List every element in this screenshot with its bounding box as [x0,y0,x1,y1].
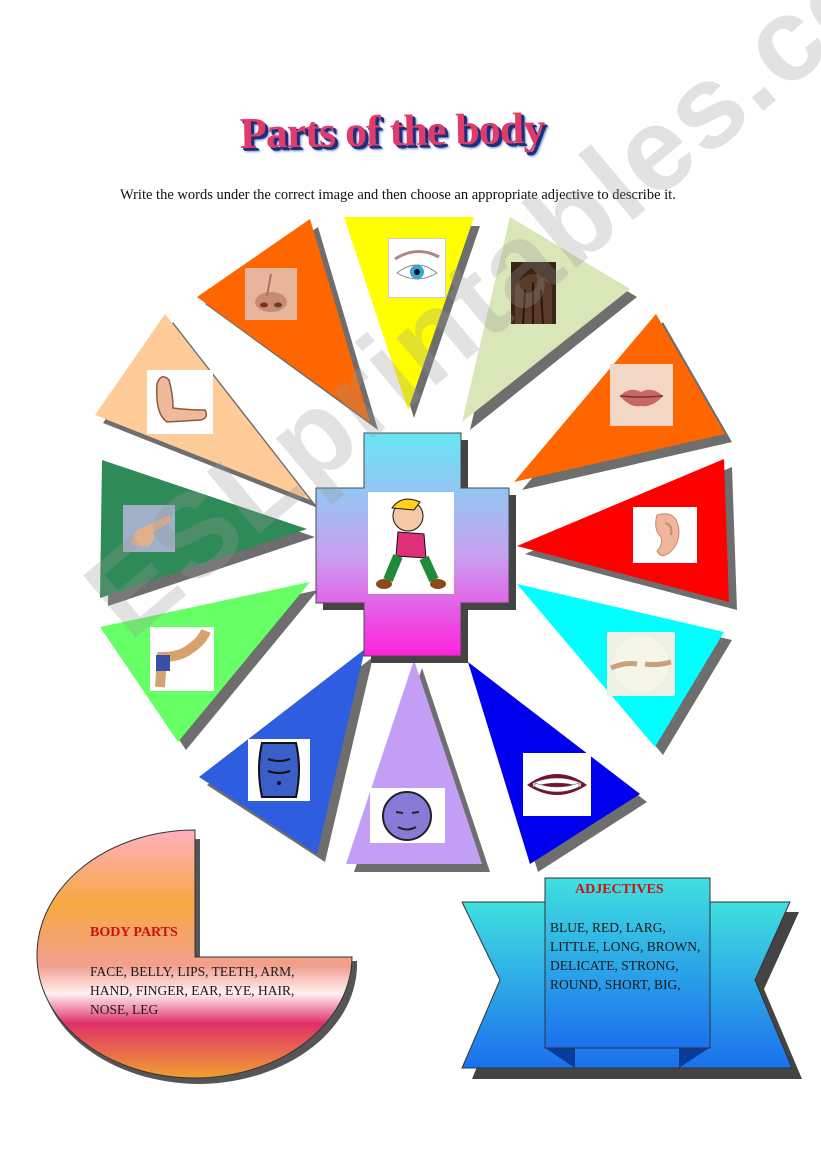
body-parts-heading: BODY PARTS [90,925,178,940]
teeth-icon [523,753,591,816]
body-parts-shape [36,829,353,1079]
adjectives-panel [544,877,711,1049]
ear-icon [633,507,697,563]
lips-icon [610,364,673,426]
triangle-ear [517,459,729,602]
boy-walking-icon [368,492,454,594]
eye-icon [388,238,446,298]
finger-icon [123,505,175,552]
triangle-nose [197,219,370,422]
belly-icon [248,739,310,801]
adjectives-list: BLUE, RED, LARG, LITTLE, LONG, BROWN, DE… [550,920,701,992]
hair-icon [511,262,556,324]
ribbon-fold-right [679,1048,709,1068]
ribbon-fold-left [545,1048,575,1068]
body-parts-list: FACE, BELLY, LIPS, TEETH, ARM, HAND, FIN… [90,964,295,1017]
face-icon [370,788,445,843]
nose-icon [245,268,297,320]
instructions: Write the words under the correct image … [120,187,676,203]
arm-icon [150,627,214,691]
hands-icon [607,632,675,696]
adjectives-heading: ADJECTIVES [575,882,664,897]
triangle-finger [100,460,307,598]
foot-icon [147,370,213,434]
